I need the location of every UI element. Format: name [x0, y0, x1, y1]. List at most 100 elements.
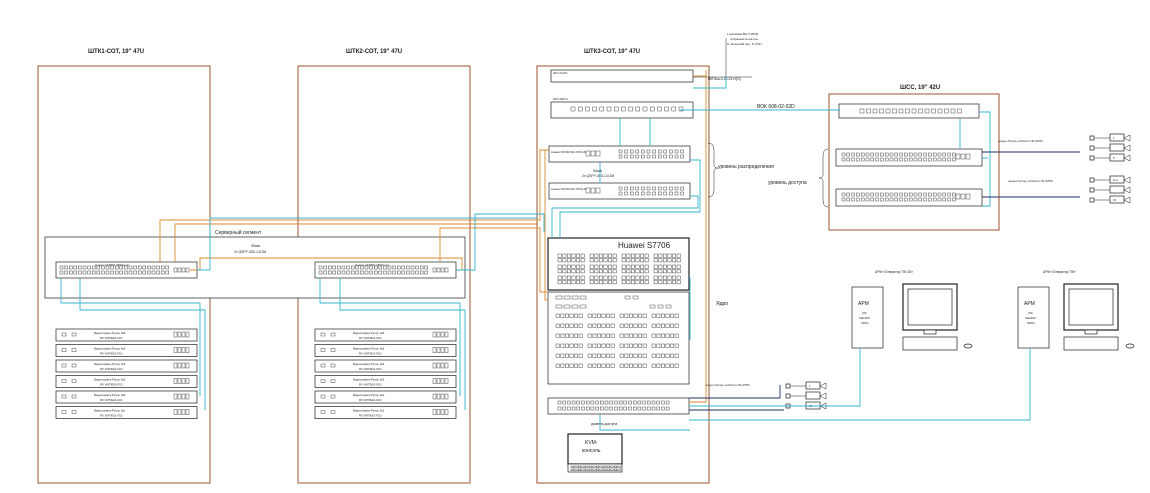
switch-port [323, 270, 327, 275]
switch-port [928, 192, 932, 197]
camera-number: 15 [1113, 198, 1117, 202]
kvm-key [570, 465, 574, 468]
rack-1-title: ШТК1-СОТ, 19" 47U [88, 49, 144, 55]
switch-port [110, 270, 114, 275]
patch-port [621, 106, 626, 112]
uplink-port [590, 150, 596, 157]
switch-port [658, 191, 662, 196]
uplink-port [955, 193, 961, 200]
workstation-1-title: АРМ «Оператор ТВ СК» [875, 270, 913, 274]
core-port [594, 280, 599, 285]
switch-port [581, 400, 585, 405]
camera-number: 1 [1113, 136, 1115, 140]
core-port [656, 343, 661, 348]
uplink-port [436, 267, 441, 273]
uplink-port [185, 267, 190, 273]
recorder-port [177, 378, 182, 384]
switch-port [851, 152, 855, 157]
server-stack-line2: 2x QSFP-40G-CU1M [234, 250, 266, 254]
core-port [626, 258, 631, 263]
recorder-model: RX VMTIE01-F1D [359, 414, 382, 418]
switch-port [669, 154, 673, 159]
recorder-port [185, 362, 190, 369]
recorder-port [61, 410, 67, 414]
core-port [608, 258, 613, 263]
core-port [560, 333, 565, 338]
switch-port [856, 157, 860, 162]
switch-port [147, 265, 151, 270]
uplink-port [585, 150, 591, 157]
recorder-name: Видеосервер Рупор №2 [353, 393, 385, 397]
switch-port [658, 154, 662, 159]
switch-port [165, 270, 170, 275]
core-port [633, 343, 638, 348]
core-port [592, 313, 597, 318]
core-port [663, 269, 667, 274]
switch-port [557, 400, 562, 405]
switch-port [841, 157, 846, 162]
recorder-port [330, 379, 336, 383]
switch-port [624, 191, 628, 196]
switch-port [374, 265, 378, 270]
switch-port [674, 149, 679, 154]
recorder-model: RX VMTIE01-F1D [359, 398, 382, 402]
core-port [676, 253, 681, 258]
core-port [592, 333, 597, 338]
patch-port [924, 108, 930, 114]
video-recorder [314, 359, 457, 373]
kvm-key [574, 468, 578, 471]
core-port [571, 264, 576, 269]
core-port [651, 343, 656, 348]
switch-port [614, 400, 618, 405]
keyboard-2 [1063, 336, 1119, 351]
core-port [562, 258, 567, 263]
cable-label-2: ВОК 608-02-02D [757, 104, 795, 110]
recorder-port [71, 363, 77, 368]
switch-port [378, 270, 382, 275]
core-port [676, 280, 681, 285]
core-port [658, 264, 663, 269]
core-port [606, 343, 611, 348]
switch-port [947, 157, 951, 162]
switch-port [604, 406, 609, 411]
core-port [569, 333, 574, 338]
core-port [642, 333, 647, 338]
camera-icon [1123, 186, 1131, 194]
kvm-key [574, 465, 578, 468]
camera-box [1109, 195, 1125, 204]
core-port [653, 264, 658, 269]
core-port [601, 313, 606, 318]
top-note-line2: «Охранная сигнализ» [730, 37, 759, 41]
recorder-port [61, 363, 67, 368]
core-port [567, 264, 571, 269]
switch-port [889, 152, 894, 157]
core-port [603, 280, 608, 285]
camera-box [805, 381, 821, 390]
switch-port [383, 270, 387, 275]
switch-port [680, 186, 684, 191]
core-port [603, 275, 608, 280]
core-port [676, 269, 681, 274]
server-switch-2-model: Huawei CE6850-48S6Q-HI [355, 263, 389, 267]
recorder-model: RX VMTIE01-F1D [100, 352, 123, 356]
camera-note-1: «видео Рупор» Acti4x4 и ПК НППК [998, 139, 1043, 143]
kvm-key [610, 465, 614, 468]
camera-note-3: «видео Рупор» Acti4x4 и ПК НППК [705, 383, 750, 387]
switch-port [904, 197, 908, 202]
switch-port [406, 270, 410, 275]
core-port [599, 264, 603, 269]
uplink-port [432, 267, 437, 273]
switch-port [571, 406, 576, 411]
core-port [612, 264, 617, 269]
switch-port [933, 197, 937, 202]
switch-port [64, 270, 68, 275]
patch-port [671, 106, 676, 112]
switch-port [590, 406, 595, 411]
uplink-port [955, 153, 961, 160]
kvm-key [578, 465, 582, 468]
camera-box [1109, 143, 1125, 152]
switch-port [59, 270, 64, 275]
core-port [610, 363, 615, 368]
patch-port [614, 106, 619, 112]
core-port [640, 264, 645, 269]
